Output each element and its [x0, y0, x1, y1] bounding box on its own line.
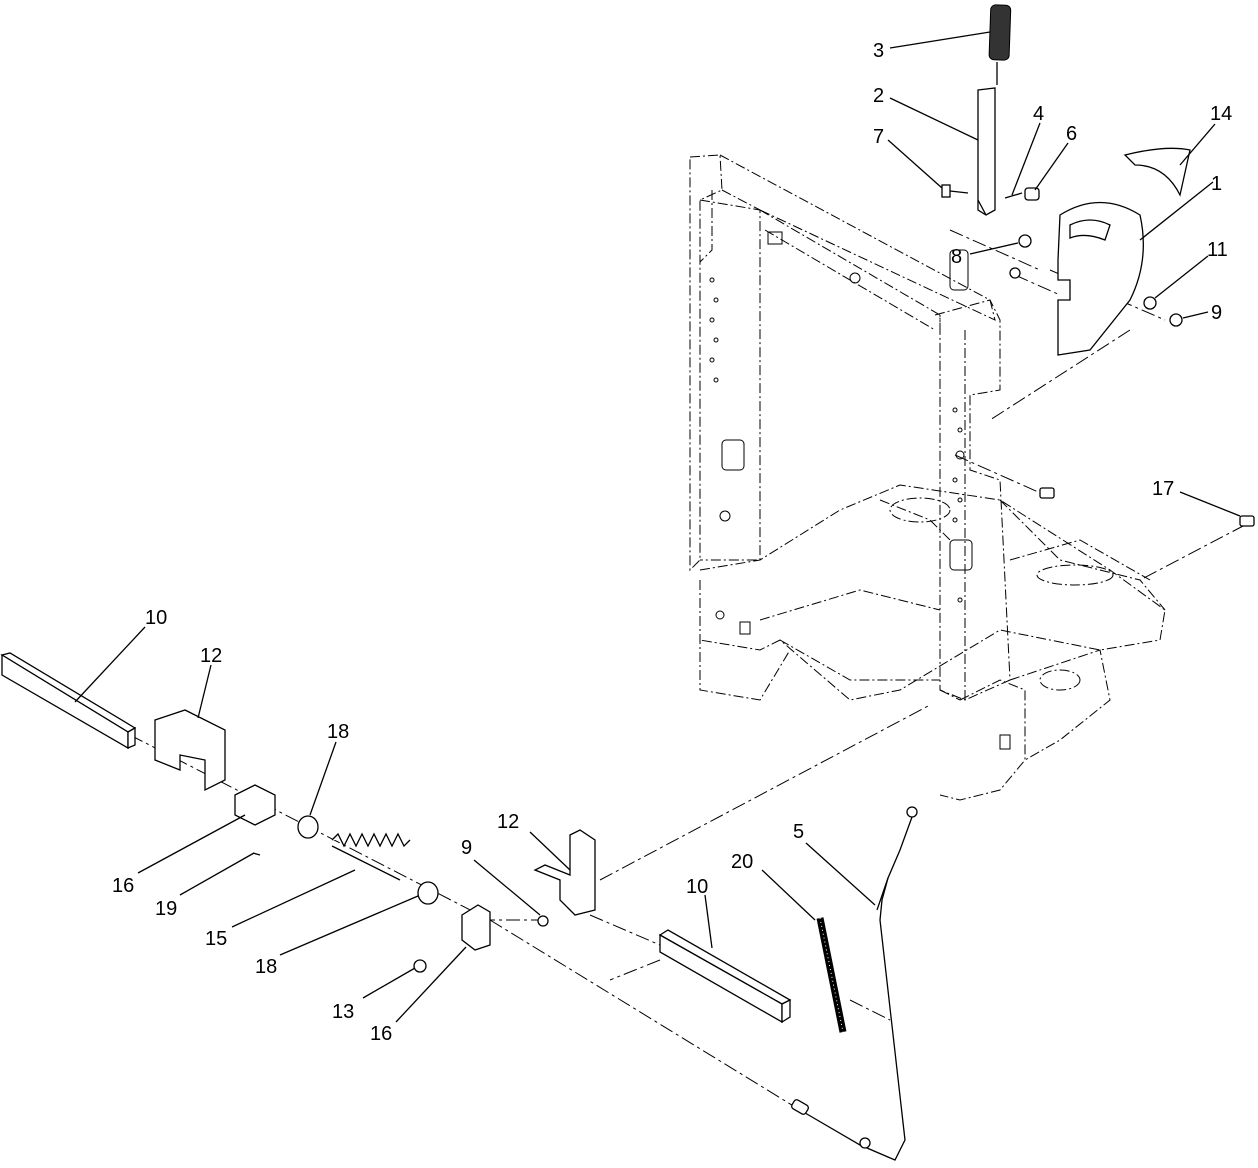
callout-4: 4 — [1033, 103, 1044, 125]
callout-11: 11 — [1207, 239, 1228, 261]
callout-1: 1 — [1211, 173, 1222, 195]
part-1-bracket — [1009, 201, 1144, 356]
hole-pattern — [709, 277, 963, 603]
part-4-pin — [1004, 192, 1023, 199]
part-2-lever — [977, 87, 996, 216]
part-18-spacer-lower — [417, 881, 439, 905]
callout-9-lower: 9 — [461, 837, 472, 859]
callout-18-lower: 18 — [255, 956, 277, 978]
part-12-bracket-left — [154, 709, 226, 792]
assembly-centerlines — [129, 229, 1246, 1111]
part-16-block-lower — [461, 904, 491, 951]
callout-13: 13 — [332, 1001, 354, 1023]
part-10-bar-right — [658, 929, 792, 1024]
part-9-nut-top — [1169, 313, 1183, 327]
callout-20: 20 — [731, 851, 753, 873]
part-18-spacer-upper — [297, 815, 319, 839]
callout-17: 17 — [1152, 478, 1174, 500]
callout-labels: 3 2 4 14 7 6 1 8 11 9 17 10 12 18 12 5 9… — [112, 40, 1232, 1045]
part-16-block-upper — [234, 784, 276, 826]
frame-bolt — [1039, 487, 1055, 499]
part-10-bar-left — [0, 652, 137, 750]
part-20-threaded-rod — [816, 917, 847, 1033]
part-15-spring — [331, 832, 411, 881]
part-6-pin — [1024, 187, 1040, 201]
part-14-cover — [1123, 147, 1191, 197]
part-7-bolt — [941, 184, 969, 198]
part-12-bracket-right — [533, 829, 596, 916]
part-11-washer — [1143, 296, 1157, 310]
part-3-grip — [988, 4, 1012, 85]
part-8-nut — [1018, 234, 1032, 248]
callout-12-left: 12 — [200, 645, 222, 667]
callout-10-left: 10 — [145, 607, 167, 629]
part-9-nut-lower — [537, 915, 549, 927]
callout-10-right: 10 — [686, 876, 708, 898]
part-13-fitting — [413, 959, 427, 973]
callout-18-upper: 18 — [327, 721, 349, 743]
callout-14: 14 — [1210, 103, 1232, 125]
callout-2: 2 — [873, 85, 884, 107]
part-17-bolt — [1239, 515, 1255, 527]
callout-3: 3 — [873, 40, 884, 62]
callout-12-right: 12 — [497, 811, 519, 833]
callout-8: 8 — [951, 246, 962, 268]
callout-leaders — [74, 31, 1241, 1023]
callout-15: 15 — [205, 928, 227, 950]
callout-6: 6 — [1066, 123, 1077, 145]
callout-16-upper: 16 — [112, 875, 134, 897]
callout-7: 7 — [873, 126, 884, 148]
callout-9-top: 9 — [1211, 302, 1222, 324]
callout-5: 5 — [793, 821, 804, 843]
callout-19: 19 — [155, 898, 177, 920]
main-frame — [689, 154, 1166, 801]
callout-16-lower: 16 — [370, 1023, 392, 1045]
part-5-cable — [791, 806, 918, 1161]
